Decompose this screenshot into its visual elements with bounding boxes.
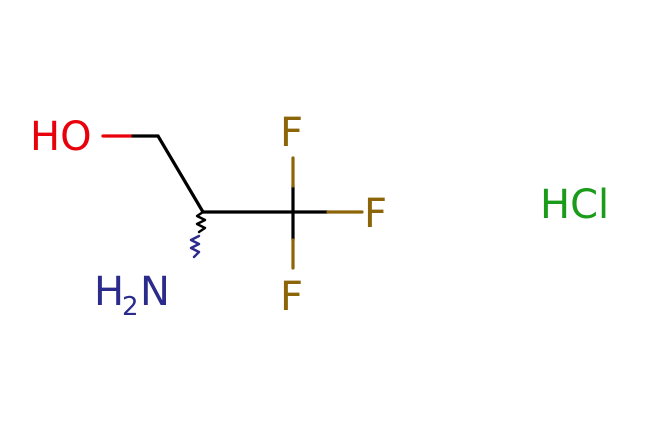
fluorine-right-label: F — [364, 191, 387, 237]
bond-c2-n-wavy-black — [195, 210, 207, 234]
amine-subscript-label: 2 — [122, 292, 139, 322]
fluorine-top-label: F — [280, 110, 303, 156]
oxygen-label: HO — [30, 114, 92, 160]
amine-n-label: N — [140, 269, 170, 315]
amine-h-label: H — [94, 269, 124, 315]
fluorine-bottom-label: F — [280, 274, 303, 320]
hydrochloride-label: HCl — [540, 182, 609, 228]
bond-c1-c2 — [156, 134, 205, 214]
bond-c2-n-wavy-colored — [189, 234, 201, 259]
